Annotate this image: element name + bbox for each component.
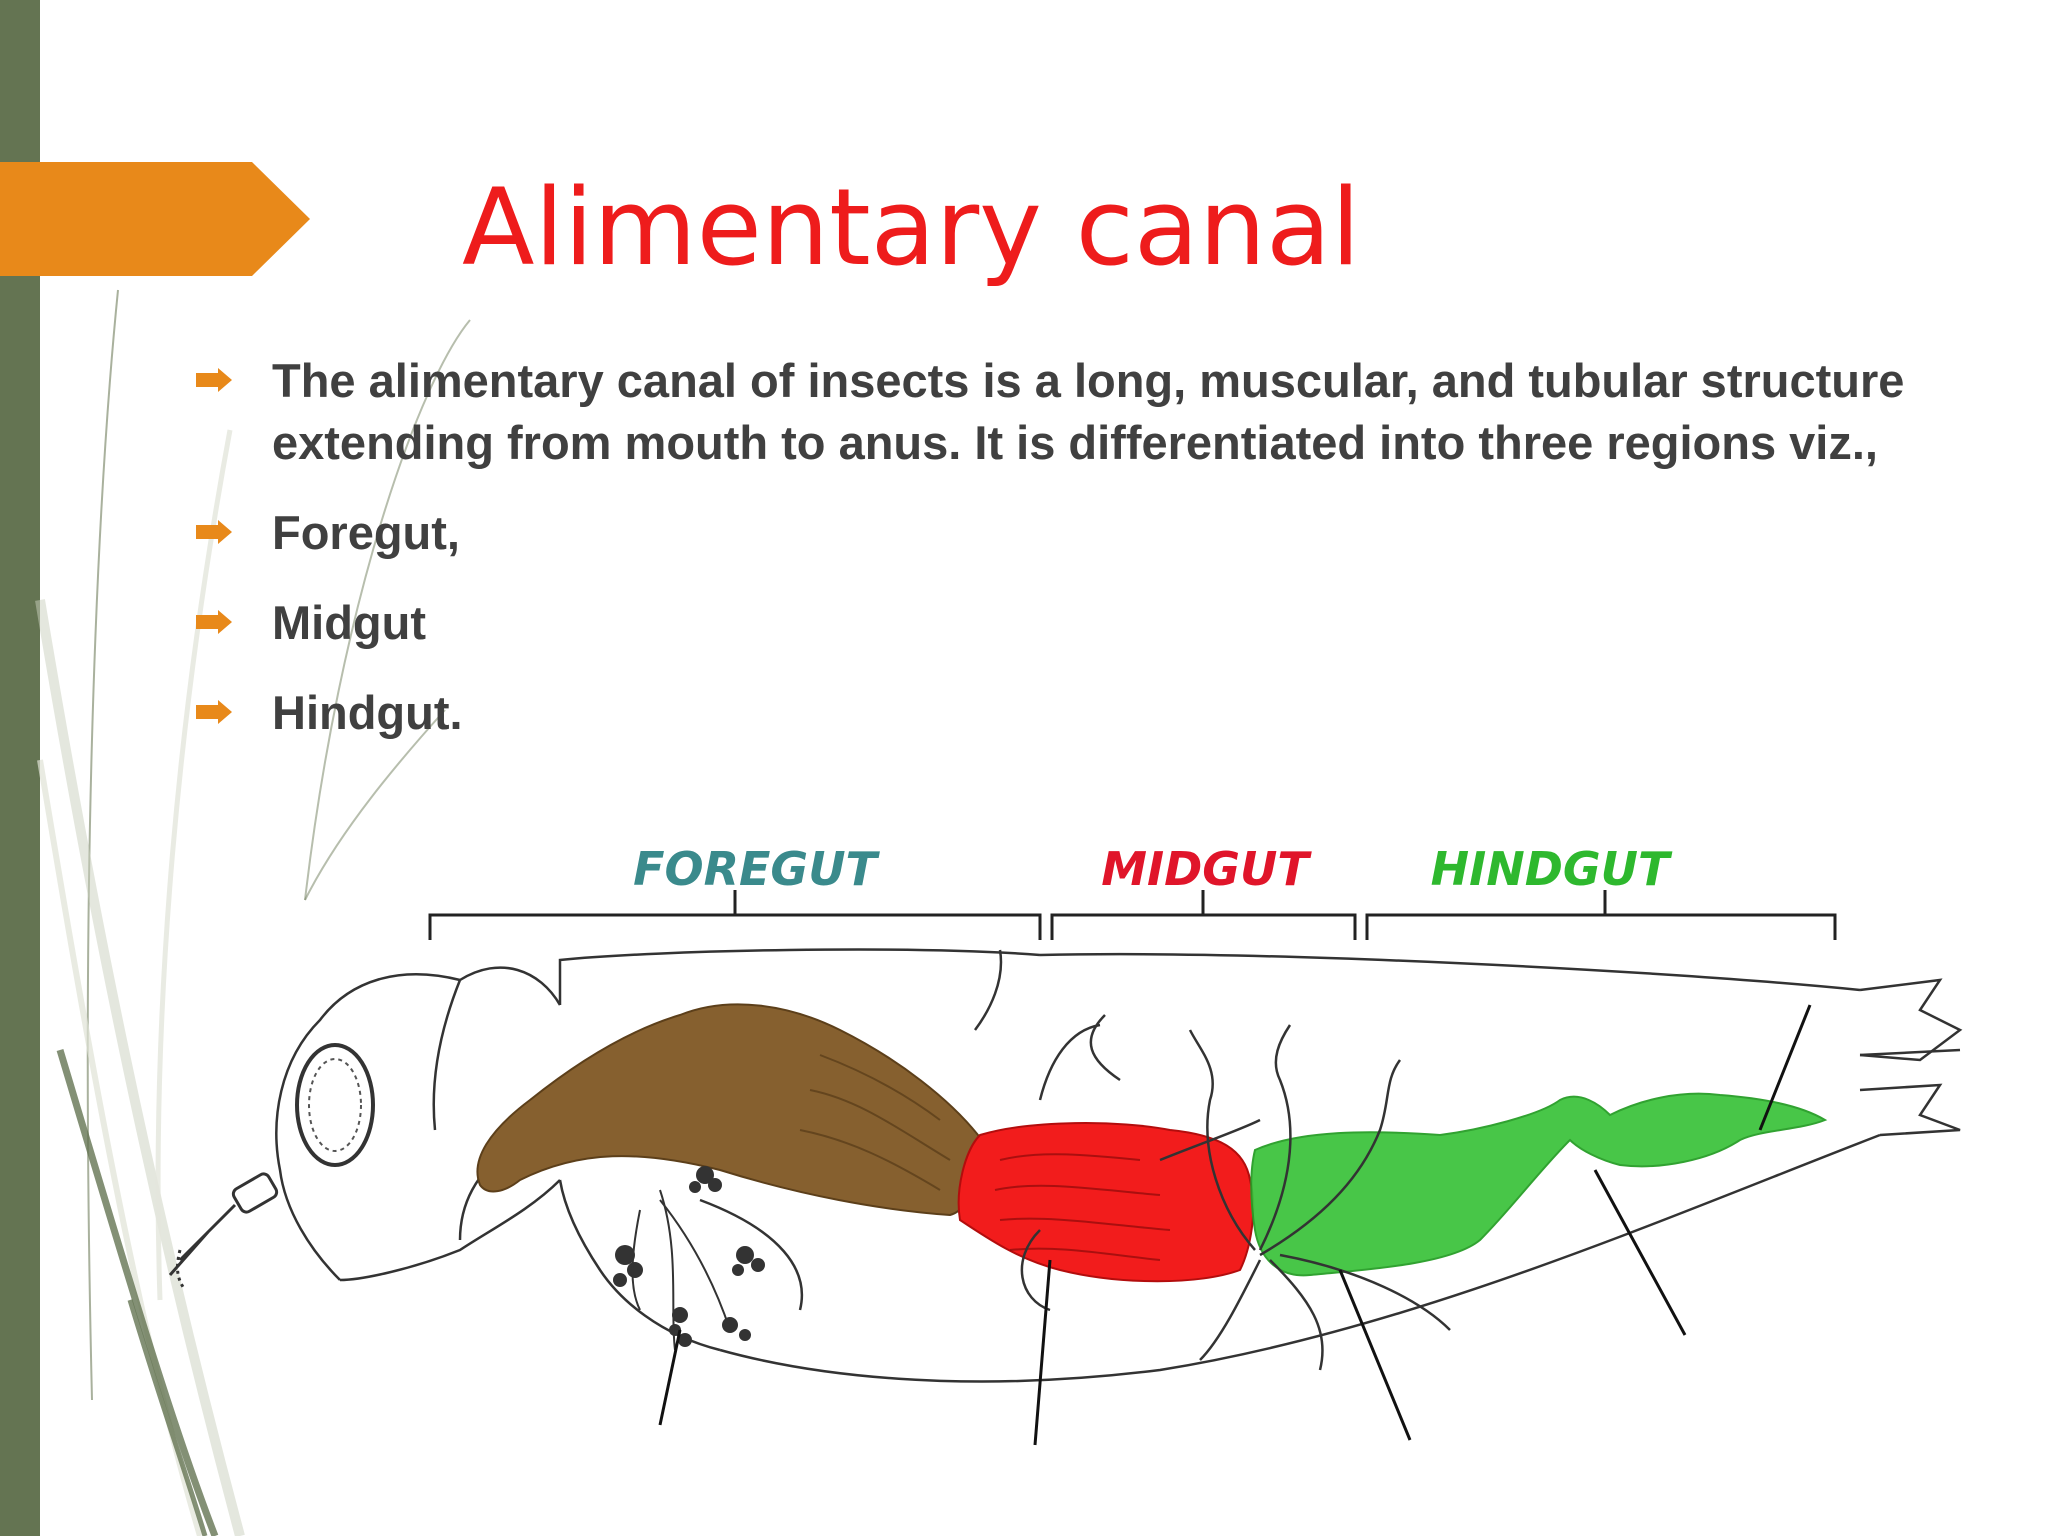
bullet-text: Foregut,: [272, 506, 460, 559]
pointer-lines: [658, 1004, 1812, 1446]
bullet-item: Hindgut.: [196, 682, 1986, 744]
bullet-item: Midgut: [196, 592, 1986, 654]
midgut-region: [957, 1122, 1255, 1283]
mouthparts: [168, 1172, 279, 1291]
bullet-text: Midgut: [272, 596, 426, 649]
malpighian-tubules: [1020, 1014, 1451, 1371]
bullet-item: Foregut,: [196, 502, 1986, 564]
bullet-item: The alimentary canal of insects is a lon…: [196, 350, 1986, 474]
salivary-glands: [613, 1166, 765, 1347]
bullet-list: The alimentary canal of insects is a lon…: [196, 350, 1986, 744]
midgut-label: MIDGUT: [1101, 842, 1312, 896]
bullet-text: Hindgut.: [272, 686, 463, 739]
foregut-region: [476, 1003, 983, 1217]
foregut-folds: [799, 1054, 951, 1191]
foregut-label: FOREGUT: [633, 842, 880, 896]
arrow-bullet-icon: [196, 610, 232, 634]
hindgut-label: HINDGUT: [1431, 842, 1673, 896]
section-brackets: [428, 890, 1837, 940]
slide-title: Alimentary canal: [462, 166, 1361, 289]
hindgut-region: [1250, 1092, 1828, 1277]
arrow-bullet-icon: [196, 520, 232, 544]
insect-alimentary-canal-diagram: FOREGUT MIDGUT HINDGUT: [168, 842, 1963, 1446]
bullet-text: The alimentary canal of insects is a lon…: [272, 354, 1905, 469]
insect-body-outline: [275, 948, 1963, 1383]
arrow-bullet-icon: [196, 700, 232, 724]
orange-arrow-tab: [0, 162, 310, 276]
arrow-bullet-icon: [196, 368, 232, 392]
